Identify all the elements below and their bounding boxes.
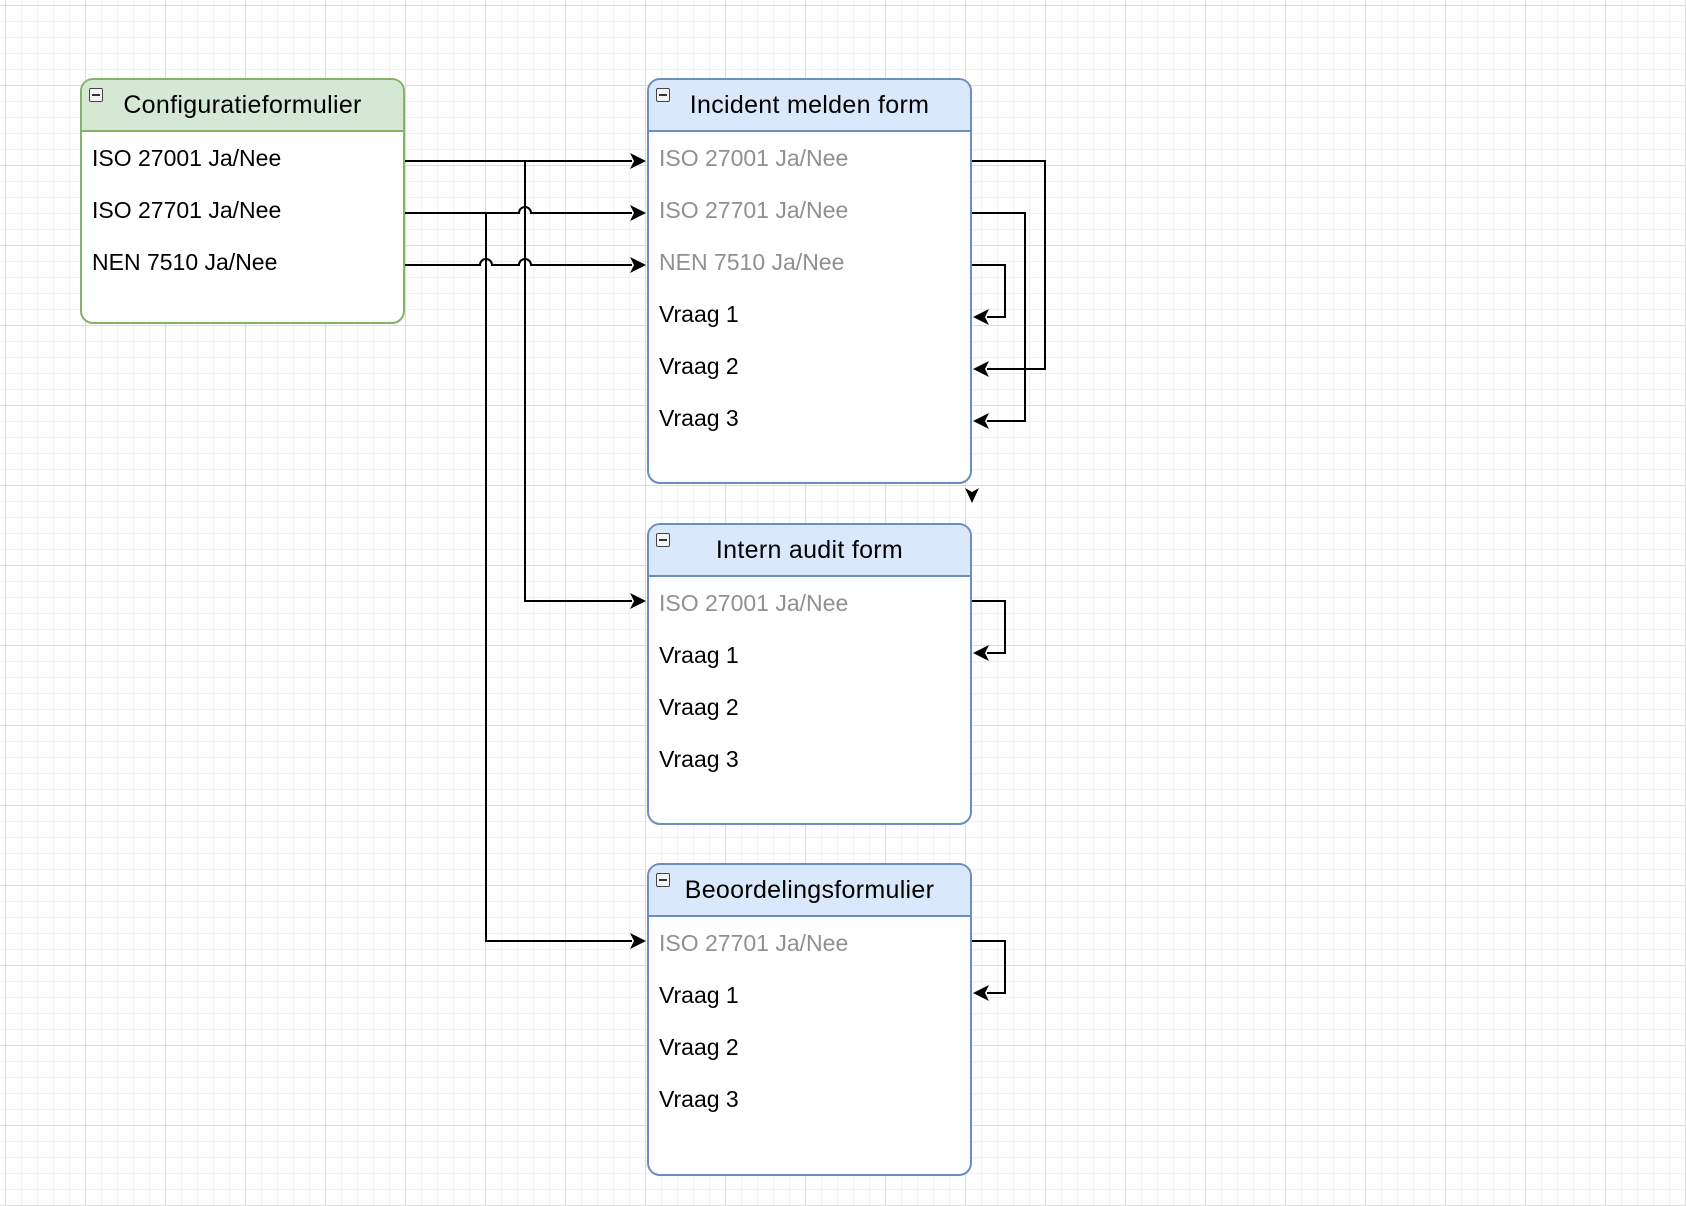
- table-row[interactable]: Vraag 1: [659, 642, 739, 668]
- table-row[interactable]: Vraag 1: [659, 301, 739, 327]
- table-row[interactable]: Vraag 2: [659, 353, 739, 379]
- table-row[interactable]: NEN 7510 Ja/Nee: [92, 249, 278, 275]
- arrowhead-icon: [973, 309, 989, 325]
- table-title: Beoordelingsformulier: [684, 875, 935, 904]
- collapse-icon[interactable]: [656, 873, 670, 887]
- table-row[interactable]: Vraag 2: [659, 1034, 739, 1060]
- table-configuratieformulier[interactable]: Configuratieformulier ISO 27001 Ja/Nee I…: [80, 78, 405, 324]
- table-row[interactable]: Vraag 3: [659, 1086, 739, 1112]
- edge-beoordeling-iso27701-to-vraag1[interactable]: [972, 940, 1006, 994]
- table-title: Intern audit form: [715, 535, 904, 564]
- table-header[interactable]: Configuratieformulier: [82, 80, 403, 132]
- arrowhead-icon: [965, 488, 979, 503]
- arrowhead-icon: [630, 205, 646, 221]
- table-row[interactable]: ISO 27701 Ja/Nee: [659, 197, 849, 223]
- table-intern-audit-form[interactable]: Intern audit form ISO 27001 Ja/Nee Vraag…: [647, 523, 972, 825]
- edge-audit-iso27001-to-vraag1[interactable]: [972, 600, 1006, 654]
- table-row[interactable]: ISO 27701 Ja/Nee: [92, 197, 282, 223]
- arrowhead-icon: [973, 985, 989, 1001]
- arrowhead-icon: [973, 361, 989, 377]
- table-row[interactable]: Vraag 3: [659, 405, 739, 431]
- arrowhead-icon: [630, 593, 646, 609]
- table-header[interactable]: Intern audit form: [649, 525, 970, 577]
- collapse-icon[interactable]: [89, 88, 103, 102]
- edge-incident-nen7510-to-vraag1[interactable]: [972, 264, 1006, 318]
- edge-iso27701-to-beoordeling[interactable]: [485, 213, 632, 942]
- edge-iso27001-to-audit[interactable]: [524, 161, 632, 602]
- table-header[interactable]: Incident melden form: [649, 80, 970, 132]
- arrowhead-icon: [973, 645, 989, 661]
- collapse-icon[interactable]: [656, 533, 670, 547]
- table-row[interactable]: Vraag 2: [659, 694, 739, 720]
- edge-incident-iso27001-to-vraag2[interactable]: [972, 160, 1046, 370]
- table-row[interactable]: ISO 27701 Ja/Nee: [659, 930, 849, 956]
- table-row[interactable]: Vraag 1: [659, 982, 739, 1008]
- table-row[interactable]: Vraag 3: [659, 746, 739, 772]
- collapse-icon[interactable]: [656, 88, 670, 102]
- table-title: Configuratieformulier: [123, 90, 362, 119]
- table-header[interactable]: Beoordelingsformulier: [649, 865, 970, 917]
- table-beoordelingsformulier[interactable]: Beoordelingsformulier ISO 27701 Ja/Nee V…: [647, 863, 972, 1176]
- table-row[interactable]: ISO 27001 Ja/Nee: [659, 145, 849, 171]
- arrowhead-icon: [973, 413, 989, 429]
- arrowhead-icon: [630, 257, 646, 273]
- edge-nen7510-to-incident[interactable]: [405, 258, 632, 266]
- edge-incident-iso27701-to-vraag3[interactable]: [972, 212, 1026, 422]
- arrowhead-icon: [630, 153, 646, 169]
- table-row[interactable]: NEN 7510 Ja/Nee: [659, 249, 845, 275]
- table-row[interactable]: ISO 27001 Ja/Nee: [92, 145, 282, 171]
- arrowhead-icon: [630, 933, 646, 949]
- table-incident-melden-form[interactable]: Incident melden form ISO 27001 Ja/Nee IS…: [647, 78, 972, 484]
- edge-iso27701-to-incident[interactable]: [405, 206, 632, 214]
- table-row[interactable]: ISO 27001 Ja/Nee: [659, 590, 849, 616]
- table-title: Incident melden form: [689, 90, 930, 119]
